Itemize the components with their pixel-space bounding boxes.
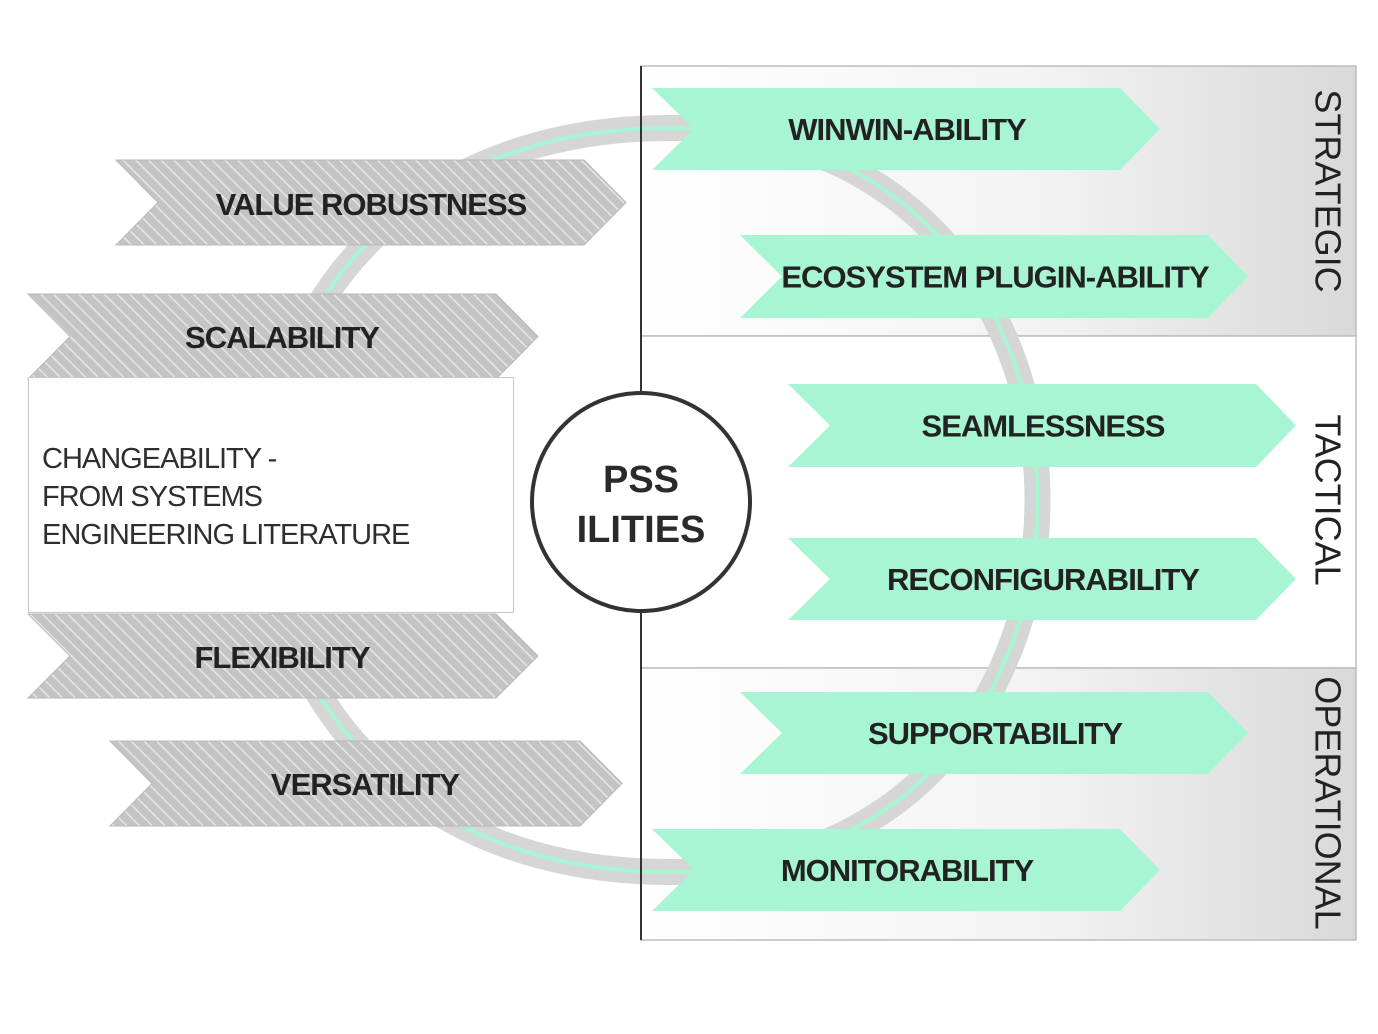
versatility-label: VERSATILITY [271, 767, 461, 802]
scalability-label: SCALABILITY [185, 320, 380, 355]
level-label-operational: OPERATIONAL [1307, 676, 1348, 929]
winwin-ability-arrow [652, 88, 1160, 170]
value-robustness-label: VALUE ROBUSTNESS [216, 187, 527, 222]
seamlessness-label: SEAMLESSNESS [922, 409, 1165, 444]
value-robustness-arrow [114, 159, 627, 246]
source-line-3: ENGINEERING LITERATURE [42, 519, 410, 551]
level-label-tactical: TACTICAL [1307, 414, 1348, 585]
hub-label-line-1: PSS [603, 459, 679, 501]
ecosystem-plugin-ability-arrow [740, 235, 1248, 318]
pss-ilities-hub: PSS ILITIES [530, 391, 752, 613]
source-line-2: FROM SYSTEMS [42, 481, 263, 513]
level-label-strategic: STRATEGIC [1307, 89, 1348, 292]
reconfigurability-label: RECONFIGURABILITY [887, 562, 1200, 597]
versatility-arrow [108, 740, 623, 827]
changeability-source-text: CHANGEABILITY - FROM SYSTEMS ENGINEERING… [42, 440, 512, 554]
flexibility-arrow [26, 613, 539, 699]
reconfigurability-arrow [788, 538, 1296, 620]
pss-ility-arrows: WINWIN-ABILITY ECOSYSTEM PLUGIN-ABILITY SE… [652, 88, 1296, 911]
hub-label-line-2: ILITIES [577, 509, 706, 551]
hub-circle [530, 391, 752, 613]
changeability-source-box: CHANGEABILITY - FROM SYSTEMS ENGINEERING… [28, 377, 514, 613]
seamlessness-arrow [788, 384, 1296, 467]
level-labels: STRATEGIC TACTICAL OPERATIONAL [1307, 89, 1348, 929]
monitorability-label: MONITORABILITY [781, 853, 1035, 888]
flexibility-label: FLEXIBILITY [195, 640, 371, 675]
monitorability-arrow [652, 829, 1160, 911]
supportability-label: SUPPORTABILITY [868, 716, 1123, 751]
source-line-1: CHANGEABILITY - [42, 443, 277, 475]
changeability-arrows: VALUE ROBUSTNESS SCALABILITY FLEXIBILITY VE… [26, 159, 627, 827]
supportability-arrow [740, 692, 1248, 774]
winwin-ability-label: WINWIN-ABILITY [788, 112, 1027, 147]
ecosystem-plugin-ability-label: ECOSYSTEM PLUGIN-ABILITY [781, 260, 1210, 295]
